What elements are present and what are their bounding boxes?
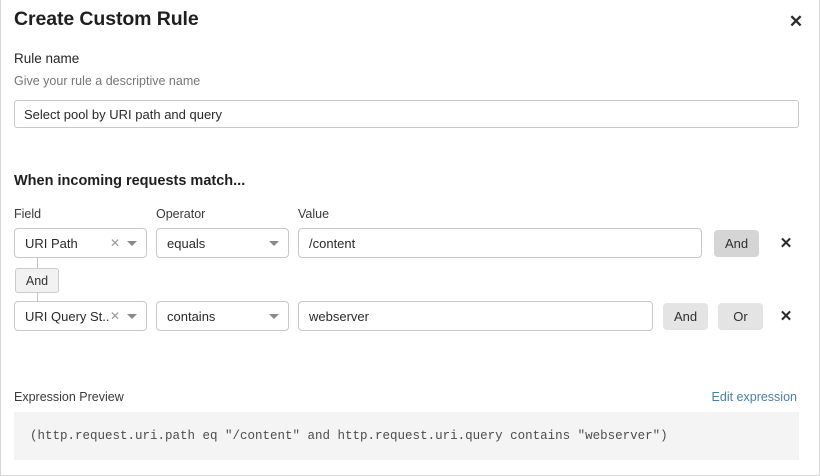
chevron-down-icon — [127, 240, 137, 246]
field-select-value: URI Path — [25, 235, 78, 251]
chevron-down-icon — [269, 313, 279, 319]
operator-select[interactable]: equals — [156, 228, 289, 258]
condition-row: URI Path ✕ equals — [1, 228, 820, 258]
chevron-down-icon — [269, 240, 279, 246]
column-label-field: Field — [14, 207, 42, 221]
field-select-value: URI Query St... — [25, 308, 110, 324]
rule-name-label: Rule name — [14, 51, 80, 66]
condition-row: URI Query St... ✕ contains — [1, 301, 820, 331]
or-button[interactable]: Or — [718, 303, 763, 330]
value-input[interactable] — [298, 301, 653, 331]
clear-icon[interactable]: ✕ — [109, 309, 120, 323]
and-button[interactable]: And — [663, 303, 708, 330]
connector-line-bottom — [37, 292, 38, 302]
expression-preview-box: (http.request.uri.path eq "/content" and… — [14, 412, 799, 460]
operator-select[interactable]: contains — [156, 301, 289, 331]
conditions-section-heading: When incoming requests match... — [14, 173, 246, 189]
operator-select-value: contains — [167, 308, 216, 324]
edit-expression-link[interactable]: Edit expression — [711, 390, 797, 404]
rule-name-help-text: Give your rule a descriptive name — [14, 74, 201, 88]
connector-line-top — [37, 258, 38, 269]
dialog-title: Create Custom Rule — [14, 8, 199, 30]
column-label-operator: Operator — [156, 207, 206, 221]
chevron-down-icon — [127, 313, 137, 319]
expression-preview-label: Expression Preview — [14, 390, 124, 404]
connector-and-chip[interactable]: And — [15, 268, 59, 293]
delete-icon[interactable]: ✕ — [779, 307, 793, 325]
clear-icon[interactable]: ✕ — [109, 236, 120, 250]
field-select[interactable]: URI Path ✕ — [14, 228, 147, 258]
close-icon[interactable]: ✕ — [788, 11, 804, 31]
rule-name-input[interactable] — [14, 100, 799, 128]
value-input[interactable] — [298, 228, 702, 258]
column-label-value: Value — [298, 207, 330, 221]
expression-preview-text: (http.request.uri.path eq "/content" and… — [30, 429, 668, 443]
delete-icon[interactable]: ✕ — [779, 234, 793, 252]
and-button[interactable]: And — [714, 230, 759, 257]
operator-select-value: equals — [167, 235, 206, 251]
field-select[interactable]: URI Query St... ✕ — [14, 301, 147, 331]
